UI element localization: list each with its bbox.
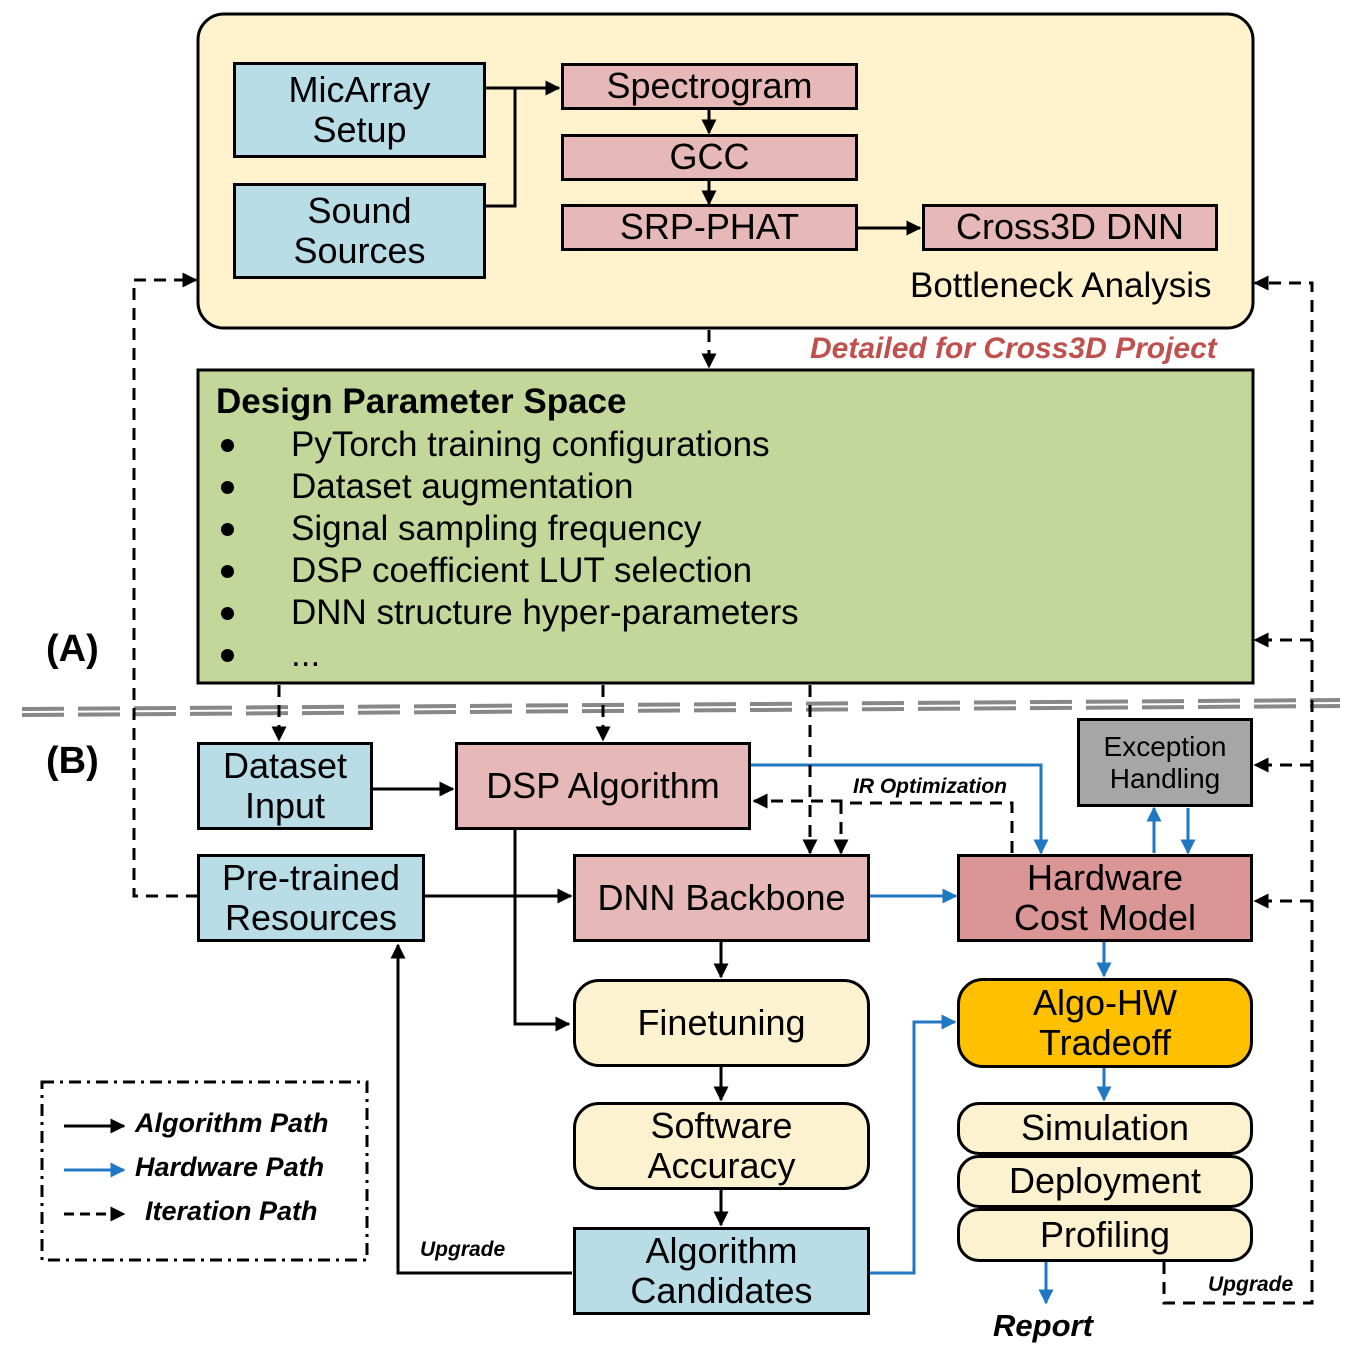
dnn-backbone-label: DNN Backbone [597, 876, 846, 918]
section-b-label: (B) [46, 740, 99, 782]
profiling-label: Profiling [1039, 1213, 1171, 1255]
srp-phat-box[interactable]: SRP-PHAT [561, 204, 858, 251]
algorithm-candidates-label: Algorithm Candidates [630, 1229, 813, 1311]
dsp-algorithm-label: DSP Algorithm [486, 764, 720, 806]
simulation-box[interactable]: Simulation [957, 1102, 1253, 1155]
dnn-backbone-box[interactable]: DNN Backbone [573, 854, 870, 942]
gcc-box[interactable]: GCC [561, 134, 858, 181]
cross3d-dnn-box[interactable]: Cross3D DNN [922, 204, 1218, 251]
hardware-path-connectors [751, 763, 1196, 1305]
legend-algorithm: Algorithm Path [125, 1108, 329, 1139]
design-space-item: DNN structure hyper-parameters [190, 592, 799, 634]
iteration-path-connectors [132, 272, 1314, 1305]
design-space-title: Design Parameter Space [216, 382, 627, 421]
dsp-algorithm-box[interactable]: DSP Algorithm [455, 742, 751, 830]
exception-handling-box[interactable]: Exception Handling [1077, 718, 1253, 807]
finetuning-label: Finetuning [637, 1001, 806, 1043]
simulation-label: Simulation [1020, 1107, 1190, 1149]
profiling-box[interactable]: Profiling [957, 1208, 1253, 1262]
deployment-label: Deployment [1008, 1160, 1202, 1202]
sound-sources-label: Sound Sources [293, 189, 426, 271]
exception-handling-label: Exception Handling [1103, 731, 1227, 794]
hardware-cost-model-box[interactable]: Hardware Cost Model [957, 854, 1253, 942]
bullet-icon [220, 438, 234, 452]
design-space-panel [196, 368, 1255, 685]
design-space-item: ... [190, 634, 799, 676]
legend-hardware: Hardware Path [125, 1152, 324, 1183]
legend-iteration: Iteration Path [135, 1196, 318, 1227]
design-space-list: PyTorch training configurations Dataset … [190, 424, 799, 676]
legend-algorithm-label: Algorithm Path [135, 1108, 329, 1138]
gcc-label: GCC [669, 136, 750, 178]
mic-array-label: MicArray Setup [288, 68, 431, 150]
ir-optimization-label: IR Optimization [853, 775, 1007, 798]
bullet-icon [220, 606, 234, 620]
sound-sources-box[interactable]: Sound Sources [233, 183, 486, 279]
design-space-item: PyTorch training configurations [190, 424, 799, 466]
bullet-icon [220, 480, 234, 494]
deployment-box[interactable]: Deployment [957, 1155, 1253, 1208]
spectrogram-label: Spectrogram [606, 65, 813, 107]
section-divider [21, 698, 1341, 717]
legend-hardware-label: Hardware Path [135, 1152, 325, 1182]
report-label: Report [993, 1308, 1093, 1343]
dataset-input-label: Dataset Input [222, 744, 348, 826]
dataset-input-box[interactable]: Dataset Input [197, 742, 373, 830]
spectrogram-box[interactable]: Spectrogram [561, 63, 858, 110]
algo-hw-tradeoff-label: Algo-HW Tradeoff [1032, 981, 1178, 1063]
design-space-item: DSP coefficient LUT selection [190, 550, 799, 592]
algorithm-path-connectors [373, 80, 922, 1275]
bullet-icon [220, 564, 234, 578]
legend-frame [40, 1080, 369, 1262]
software-accuracy-label: Software Accuracy [647, 1104, 796, 1186]
section-a-label: (A) [46, 628, 99, 670]
design-space-item: Dataset augmentation [190, 466, 799, 508]
upgrade-right-label: Upgrade [1208, 1273, 1294, 1296]
pretrained-resources-box[interactable]: Pre-trained Resources [197, 854, 425, 942]
bottleneck-analysis-label: Bottleneck Analysis [910, 266, 1212, 305]
hardware-cost-model-label: Hardware Cost Model [1013, 856, 1197, 938]
detailed-note: Detailed for Cross3D Project [810, 332, 1217, 365]
cross3d-dnn-label: Cross3D DNN [955, 206, 1185, 248]
design-space-item: Signal sampling frequency [190, 508, 799, 550]
algo-hw-tradeoff-box[interactable]: Algo-HW Tradeoff [957, 978, 1253, 1068]
bullet-icon [220, 522, 234, 536]
pretrained-resources-label: Pre-trained Resources [221, 856, 401, 938]
algorithm-candidates-box[interactable]: Algorithm Candidates [573, 1227, 870, 1315]
legend-iteration-label: Iteration Path [145, 1196, 318, 1226]
finetuning-box[interactable]: Finetuning [573, 979, 870, 1067]
srp-phat-label: SRP-PHAT [619, 206, 800, 248]
bullet-icon [220, 648, 234, 662]
software-accuracy-box[interactable]: Software Accuracy [573, 1102, 870, 1190]
upgrade-left-label: Upgrade [420, 1238, 506, 1261]
mic-array-setup-box[interactable]: MicArray Setup [233, 62, 486, 158]
